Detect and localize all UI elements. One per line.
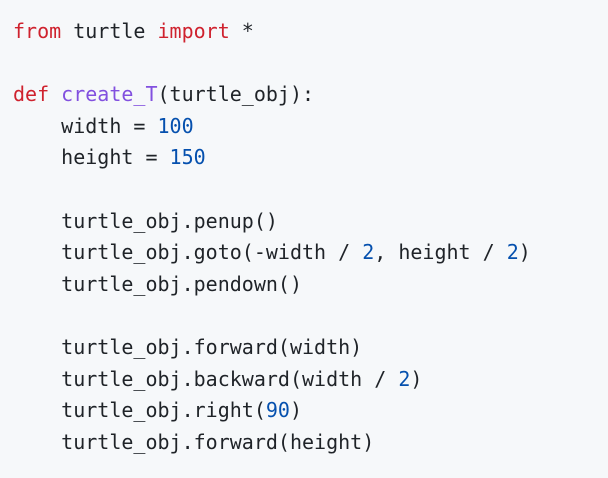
number-literal-token: 2 [362, 240, 375, 265]
code-text-token: height = [13, 145, 170, 170]
code-line: turtle_obj.right(90) [13, 395, 608, 427]
function-name-token: create_T [61, 82, 158, 107]
code-text-token: , height / [374, 240, 507, 265]
code-text-token: turtle_obj.right( [13, 398, 266, 423]
code-text-token: ) [518, 240, 531, 265]
code-text-token: turtle_obj.forward(width) [13, 334, 363, 359]
blank-code-line [13, 174, 608, 206]
code-line: turtle_obj.goto(-width / 2, height / 2) [13, 237, 608, 269]
keyword-token: def [13, 82, 50, 107]
code-line: width = 100 [13, 111, 608, 143]
code-text-token: turtle [61, 19, 158, 43]
number-literal-token: 100 [157, 113, 194, 138]
code-text-token [49, 82, 61, 106]
code-line: def create_T(turtle_obj): [13, 79, 608, 111]
code-line: turtle_obj.forward(height) [13, 427, 608, 459]
code-text-token: ) [410, 366, 423, 391]
code-text-token: turtle_obj.pendown() [13, 271, 302, 296]
code-text-token: width = [13, 113, 158, 138]
code-text-token: turtle_obj.backward(width / [13, 366, 399, 391]
number-literal-token: 150 [169, 145, 206, 170]
code-text-token: (turtle_obj): [157, 82, 315, 107]
code-line: from turtle import * [13, 16, 608, 48]
code-text-token: turtle_obj.goto(-width / [13, 240, 363, 265]
code-text-token: turtle_obj.penup() [13, 208, 278, 233]
code-line: turtle_obj.forward(width) [13, 332, 608, 364]
code-line: turtle_obj.penup() [13, 206, 608, 238]
number-literal-token: 2 [398, 366, 411, 391]
blank-code-line [13, 300, 608, 332]
keyword-token: from [13, 19, 62, 43]
code-text-token: ) [289, 398, 303, 423]
code-text-token: turtle_obj.forward(height) [13, 429, 375, 454]
code-line: turtle_obj.pendown() [13, 269, 608, 301]
code-line: height = 150 [13, 142, 608, 174]
blank-code-line [13, 48, 608, 80]
number-literal-token: 90 [265, 398, 290, 423]
code-line: turtle_obj.backward(width / 2) [13, 364, 608, 396]
keyword-token: import [157, 19, 230, 43]
number-literal-token: 2 [506, 240, 519, 265]
code-text-token: * [229, 19, 254, 43]
